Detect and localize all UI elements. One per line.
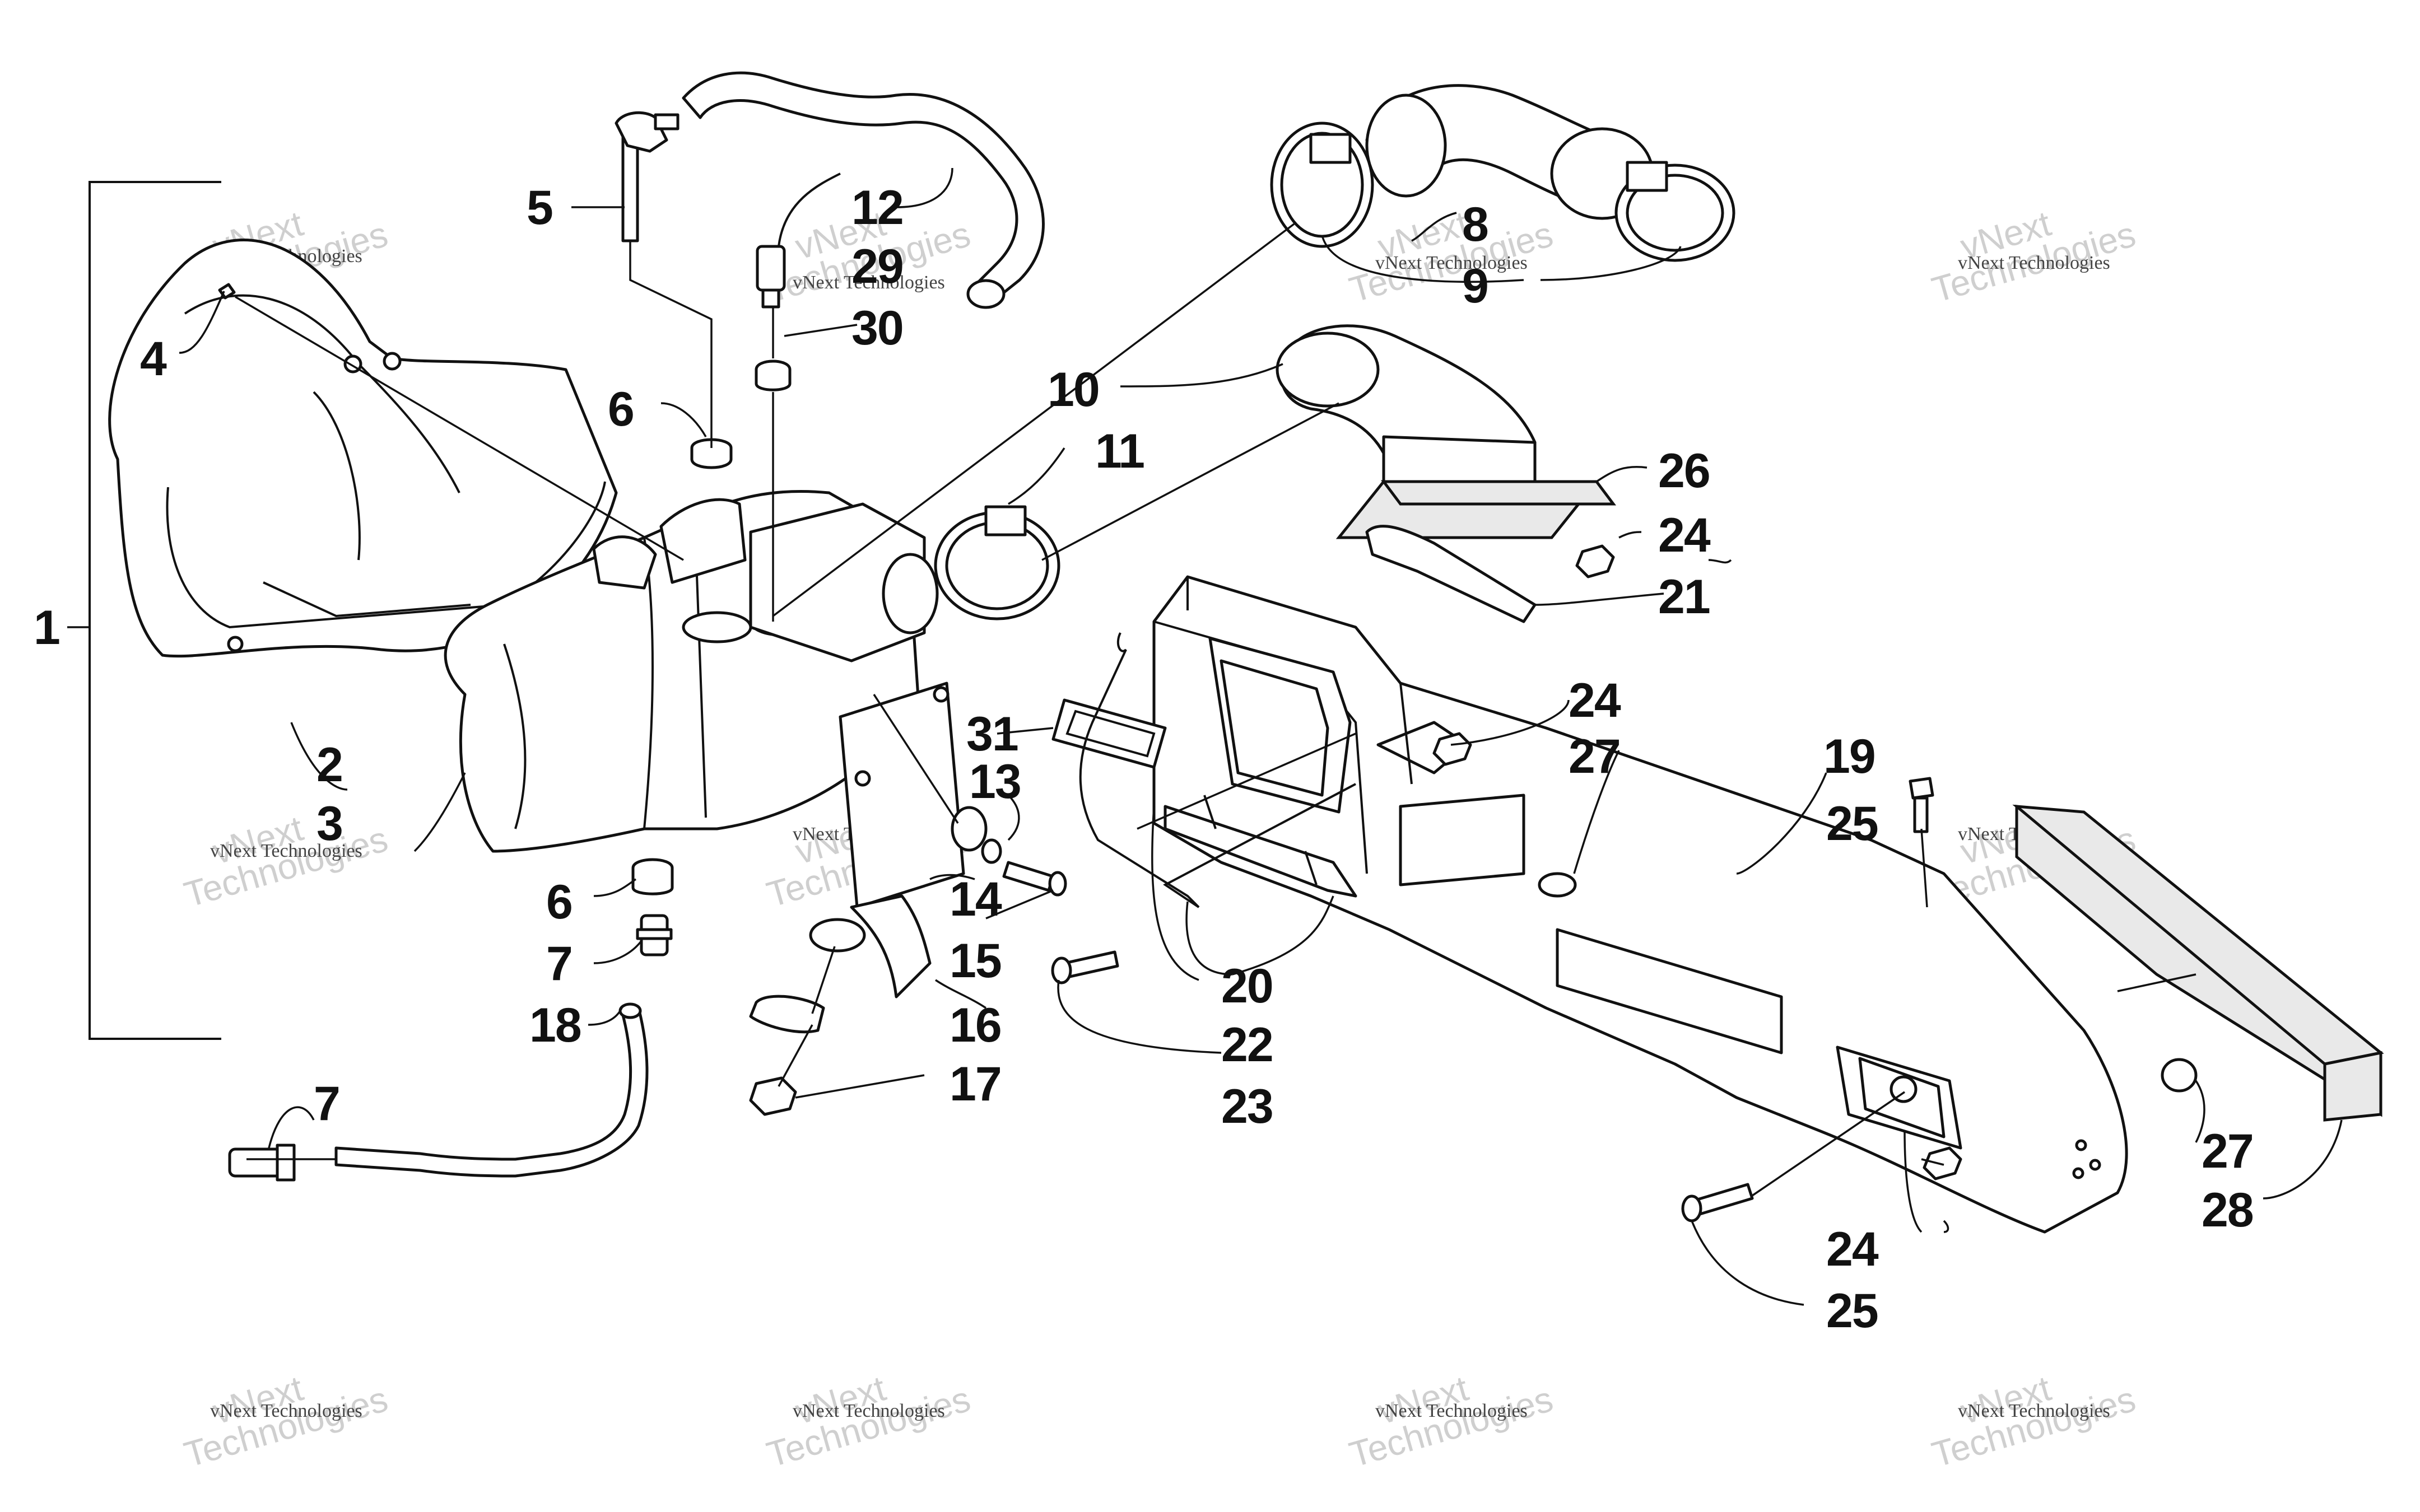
leader-lines [179,167,2343,1306]
callout-20: 20 [1221,959,1273,1013]
screen-part-21 [1365,525,1537,623]
filter-part-26 [1335,480,1616,539]
callout-25-bottom: 25 [1826,1284,1878,1338]
screw-part-15 [1002,861,1067,897]
callout-3: 3 [317,797,342,851]
callout-24-bottom: 24 [1826,1222,1879,1276]
grommet-part-6-bottom [631,858,674,895]
callout-5: 5 [527,181,552,235]
watermark-line: vNext Technologies [1958,253,2110,273]
washer-part-13 [951,806,1002,864]
callout-25-top: 25 [1826,797,1878,851]
airbox-base [444,489,965,998]
callout-13: 13 [969,755,1021,809]
callout-23: 23 [1221,1080,1273,1133]
callout-14: 14 [950,872,1002,926]
callout-24-top: 24 [1658,508,1711,562]
callout-6-bottom: 6 [546,875,572,929]
watermark: vNext Technologies [1928,203,2140,310]
callout-numbers: 1 2 3 4 5 6 6 7 7 8 9 10 11 12 13 14 15 … [34,181,2254,1338]
callout-19: 19 [1823,730,1875,783]
callout-11: 11 [1095,424,1144,478]
bracket-part-20 [1164,795,1357,898]
callout-1: 1 [34,601,59,655]
callout-15: 15 [950,934,1001,988]
fitting-part-7-upper [636,914,673,956]
nut-part-24-bottom [1923,1146,1962,1180]
callout-29: 29 [851,240,903,293]
coupler-part-8 [1365,84,1654,220]
callout-31: 31 [966,707,1018,761]
watermark-line: vNext Technologies [210,1401,362,1421]
callout-2: 2 [317,738,342,792]
callout-6-top: 6 [608,382,634,436]
callout-30: 30 [851,301,903,355]
callout-10: 10 [1048,363,1099,417]
callout-26: 26 [1658,444,1710,498]
watermark-line: vNext Technologies [1375,253,1528,273]
callout-16: 16 [950,998,1001,1052]
callout-28: 28 [2202,1183,2253,1237]
nut-part-24-top [1575,544,1615,578]
callout-21: 21 [1658,570,1710,624]
breather-fitting-part-5 [615,111,680,242]
watermark-line: vNext Technologies [1375,1401,1528,1421]
watermark-line: vNext Technologies [1958,1401,2110,1421]
callout-27-left: 27 [1569,730,1620,783]
intake-silencer-part-19 [1152,575,2128,1234]
callout-22: 22 [1221,1018,1273,1072]
callout-18: 18 [529,998,581,1052]
callout-8: 8 [1462,198,1488,251]
callout-24-mid: 24 [1569,674,1621,727]
fitting-part-7-lower [228,1144,296,1182]
nut-part-17 [749,1076,797,1116]
callout-17: 17 [950,1057,1001,1111]
watermark-line: vNext Technologies [793,1401,945,1421]
clamp-part-9-right [1614,161,1735,262]
foam-filter-part-28 [2012,804,2384,1122]
breather-hose-part-12 [682,71,1045,309]
callout-9: 9 [1462,259,1488,313]
grommet-part-6-top [690,438,733,469]
bolt-part-25-top [1909,777,1934,833]
grommet-part-30 [755,360,792,391]
bolt-part-25-bottom [1681,1183,1754,1222]
plug-part-27-right [2161,1058,2198,1093]
gasket-part-16 [749,995,825,1034]
callout-12: 12 [851,181,903,235]
airbox-cover [108,239,618,658]
callout-7-upper: 7 [546,937,572,991]
nut-part-24-mid [1432,732,1472,766]
drain-hose-part-18 [334,1002,649,1178]
callout-4: 4 [140,332,167,386]
rod-part-22 [1079,632,1356,908]
bolt-part-23 [1051,950,1119,984]
clamp-part-9-left [1270,122,1374,248]
watermark-line: vNext Technologies [210,841,362,861]
callout-7-lower: 7 [314,1077,339,1131]
gasket-part-31 [1051,698,1167,769]
watermark-line: vNext Technologies [793,272,945,293]
assembly-bracket [67,181,221,1040]
intake-elbow-part-10 [1276,324,1537,489]
callout-27-right: 27 [2202,1124,2253,1178]
plug-part-27-left [1538,872,1577,898]
sensor-part-29 [756,172,841,309]
clamp-part-11 [934,505,1060,620]
